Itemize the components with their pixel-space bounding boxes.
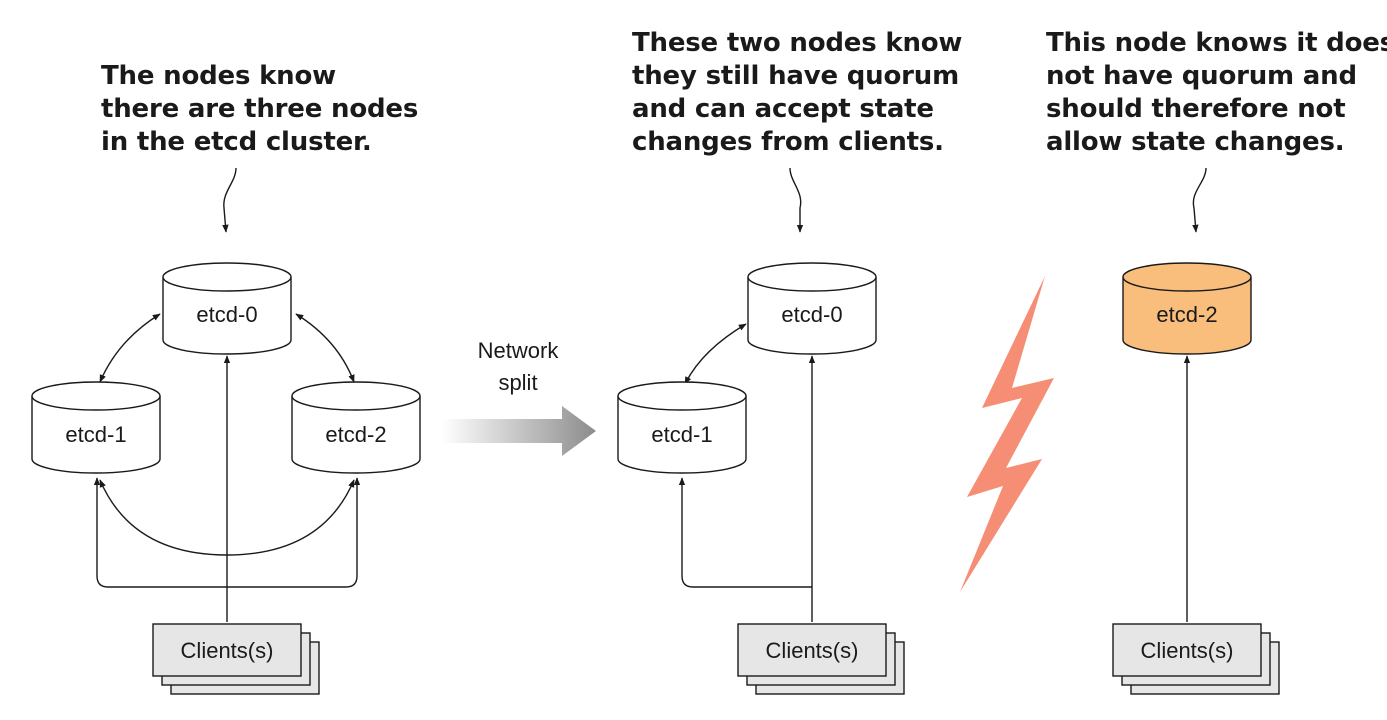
- mid-node-etcd1-label: etcd-1: [651, 422, 712, 447]
- left-node-etcd2-label: etcd-2: [325, 422, 386, 447]
- client-link-left-etcd2: [227, 477, 361, 588]
- callout-right: This node knows it does not have quorum …: [1046, 27, 1387, 159]
- callout-left-line-3: in the etcd cluster.: [101, 127, 372, 157]
- link-etcd0-etcd1: [99, 313, 161, 383]
- callout-right-line-3: should therefore not: [1046, 94, 1346, 124]
- right-clients-stack: Clients(s): [1112, 623, 1280, 695]
- mid-node-etcd1: etcd-1: [617, 381, 747, 474]
- right-node-etcd2: etcd-2: [1122, 262, 1252, 355]
- mid-link-etcd0-etcd1: [684, 323, 747, 385]
- callout-right-line-4: allow state changes.: [1046, 127, 1345, 157]
- network-split-arrow: [442, 406, 596, 456]
- network-split-label-line-1: Network: [478, 338, 560, 363]
- mid-node-etcd0-label: etcd-0: [781, 302, 842, 327]
- right-node-etcd2-label: etcd-2: [1156, 302, 1217, 327]
- right-clients-label: Clients(s): [1141, 638, 1234, 663]
- mid-clients-label: Clients(s): [766, 638, 859, 663]
- left-clients-stack: Clients(s): [152, 623, 320, 695]
- left-node-etcd1: etcd-1: [31, 381, 161, 474]
- mid-node-etcd0: etcd-0: [747, 262, 877, 355]
- callout-right-line-2: not have quorum and: [1046, 61, 1357, 91]
- lightning-bolt-icon: [960, 276, 1054, 592]
- link-etcd0-etcd2: [295, 313, 355, 383]
- callout-left: The nodes know there are three nodes in …: [101, 60, 418, 159]
- callout-middle-line-1: These two nodes know: [632, 28, 963, 58]
- client-link-left-etcd1: [93, 477, 227, 588]
- callout-middle: These two nodes know they still have quo…: [632, 27, 962, 159]
- callout-middle-line-3: and can accept state: [632, 94, 934, 124]
- callout-left-line-2: there are three nodes: [101, 94, 419, 124]
- left-clients-label: Clients(s): [181, 638, 274, 663]
- callout-middle-line-2: they still have quorum: [632, 61, 959, 91]
- left-node-etcd0: etcd-0: [162, 262, 292, 355]
- callout-middle-pointer: [789, 167, 804, 233]
- callout-left-pointer: [222, 167, 237, 233]
- network-split-label-line-2: split: [498, 370, 537, 395]
- callout-middle-line-4: changes from clients.: [632, 127, 944, 157]
- mid-clients-stack: Clients(s): [737, 623, 905, 695]
- left-node-etcd0-label: etcd-0: [196, 302, 257, 327]
- left-node-etcd1-label: etcd-1: [65, 422, 126, 447]
- callout-right-pointer: [1192, 167, 1207, 233]
- callout-right-line-1: This node knows it does: [1046, 28, 1387, 58]
- callout-left-line-1: The nodes know: [101, 61, 336, 91]
- left-node-etcd2: etcd-2: [291, 381, 421, 474]
- client-link-mid-etcd1: [678, 477, 812, 588]
